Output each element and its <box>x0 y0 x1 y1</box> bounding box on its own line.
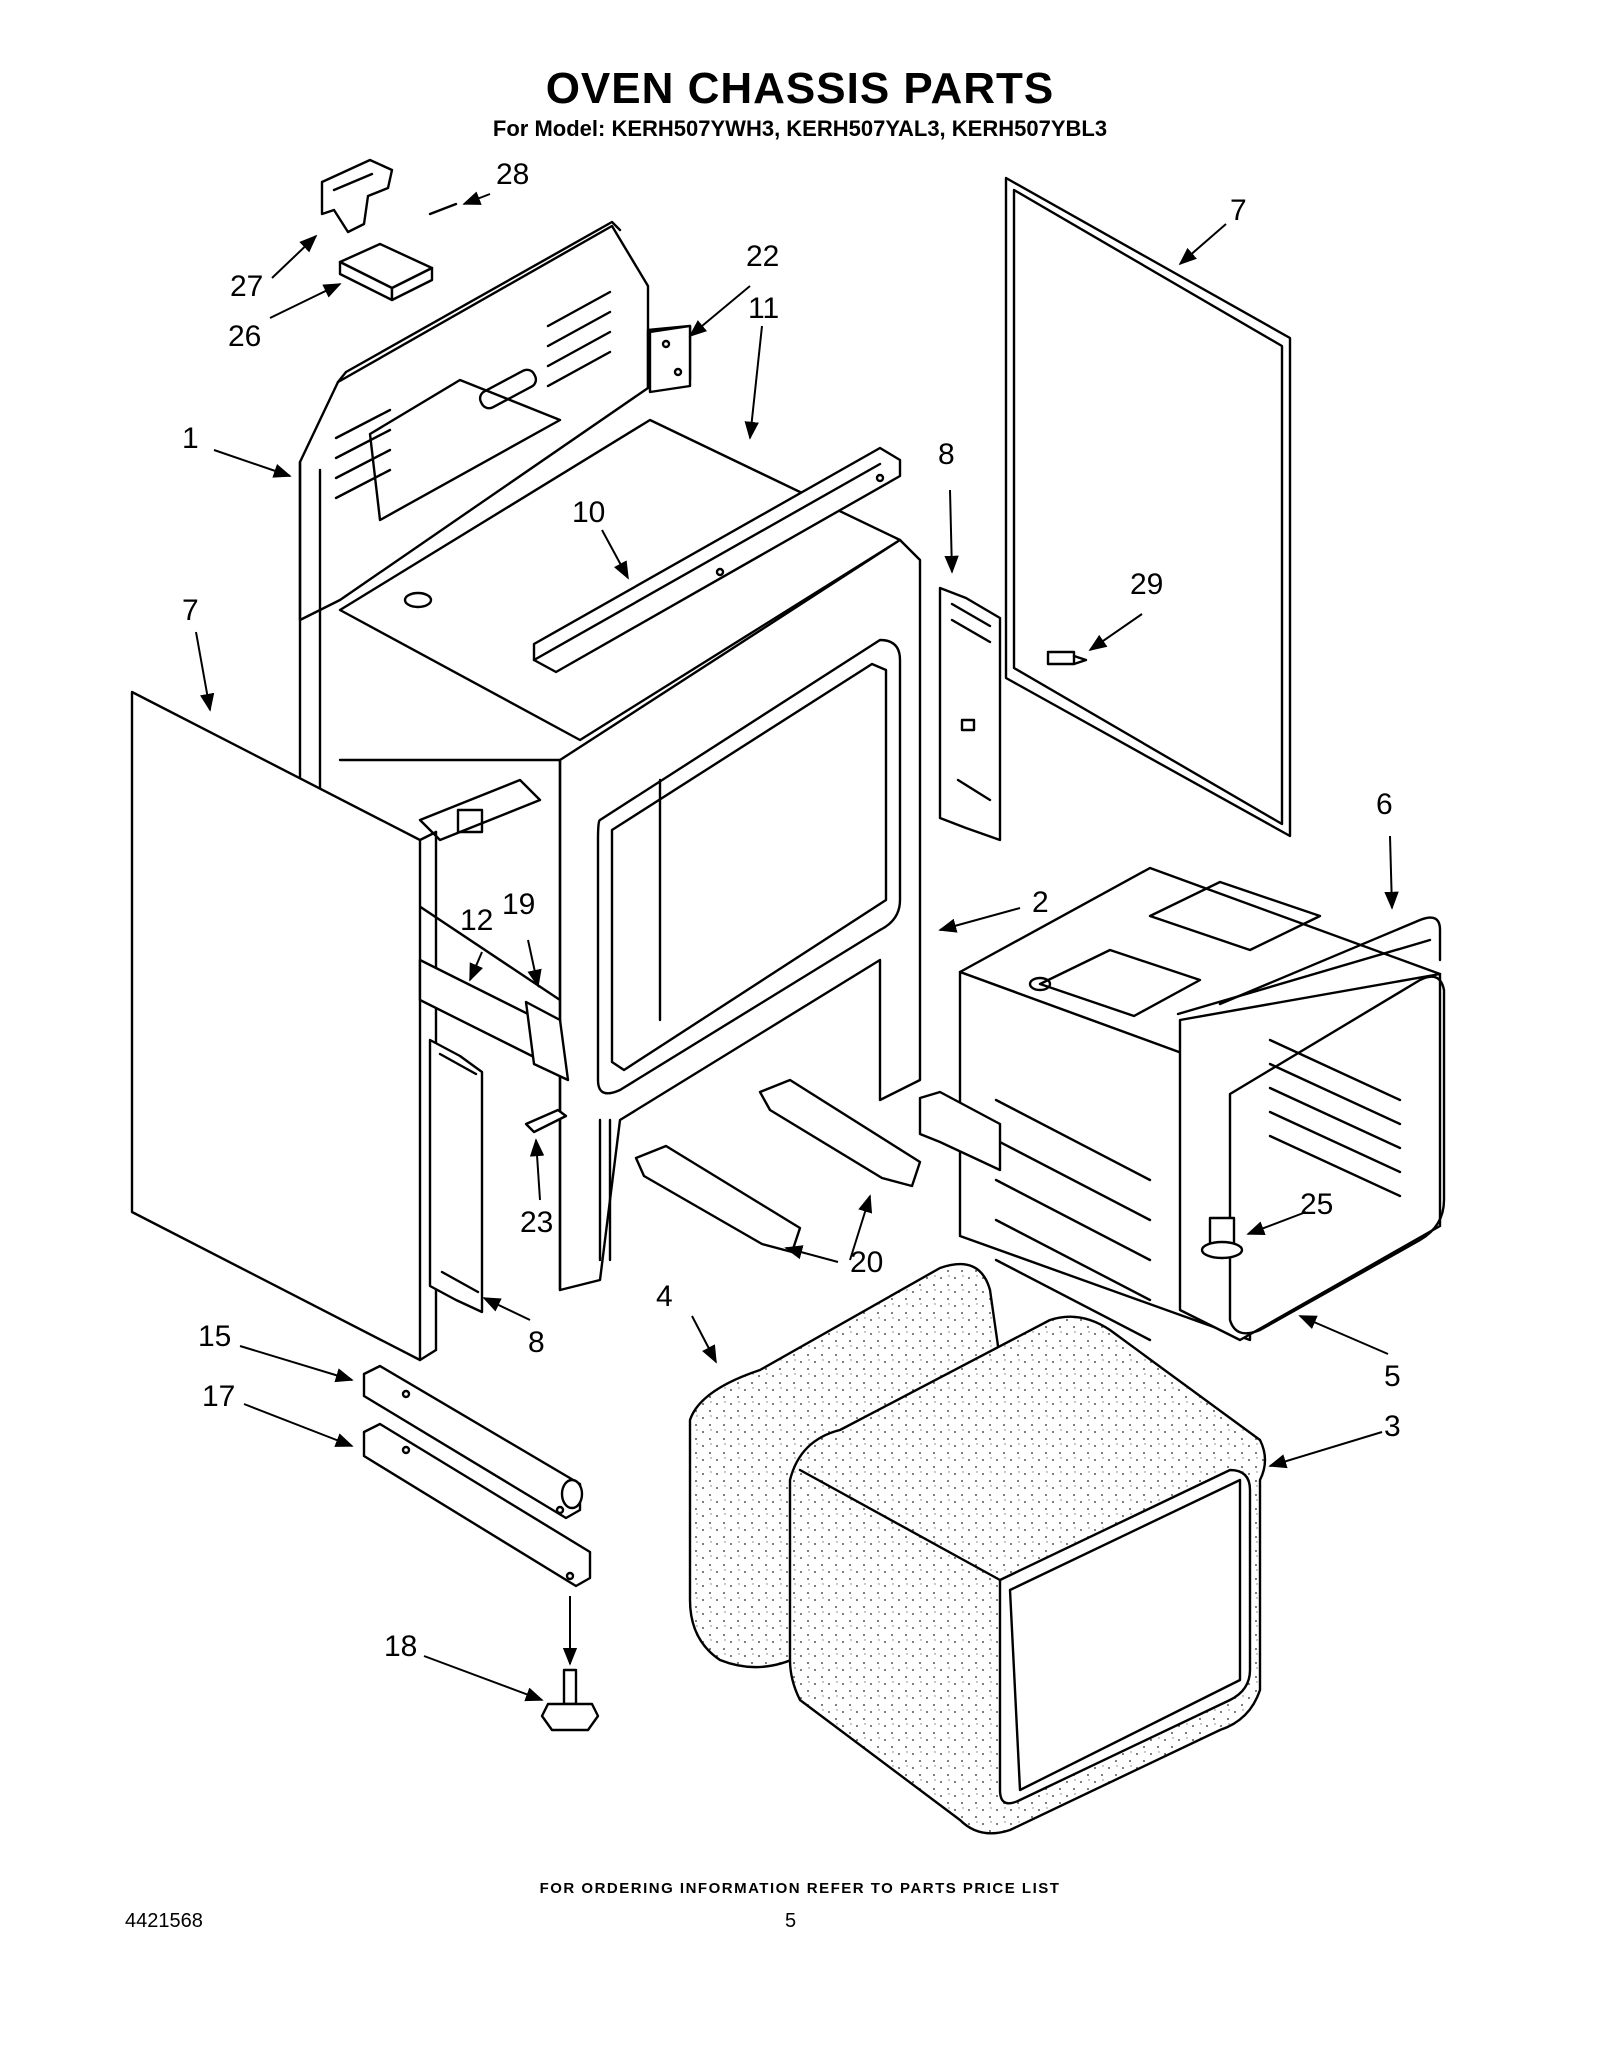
callout-6: 6 <box>1376 788 1393 821</box>
part-29-fastener <box>1046 650 1088 666</box>
part-26-block <box>338 242 434 302</box>
callout-12: 12 <box>460 904 493 937</box>
part-12-19-brackets <box>418 958 570 1082</box>
part-15-rail <box>362 1364 584 1520</box>
part-8-lower-bracket <box>428 1038 484 1314</box>
callout-2: 2 <box>1032 886 1049 919</box>
document-number: 4421568 <box>125 1910 203 1932</box>
part-23-clip <box>524 1108 568 1134</box>
callout-23: 23 <box>520 1206 553 1239</box>
part-20-rails <box>634 1078 922 1254</box>
part-27-end-cap <box>320 158 394 234</box>
callout-29: 29 <box>1130 568 1163 601</box>
page-number: 5 <box>785 1910 797 1932</box>
callout-7-right: 7 <box>1230 194 1247 227</box>
callout-17: 17 <box>202 1380 235 1413</box>
part-18-leveling-leg <box>540 1668 600 1732</box>
part-3-insulation-box <box>788 1315 1267 1835</box>
leader-lines <box>195 191 1399 1702</box>
callout-8-upper: 8 <box>938 438 955 471</box>
callout-18: 18 <box>384 1630 417 1663</box>
part-10-brace <box>532 446 902 674</box>
callout-15: 15 <box>198 1320 231 1353</box>
callout-27: 27 <box>230 270 263 303</box>
callout-7-left: 7 <box>182 594 199 627</box>
callout-19: 19 <box>502 888 535 921</box>
callout-20: 20 <box>850 1246 883 1279</box>
callout-28: 28 <box>496 158 529 191</box>
part-5-6-oven-cavity <box>918 866 1446 1342</box>
callout-4: 4 <box>656 1280 673 1313</box>
callout-25: 25 <box>1300 1188 1333 1221</box>
ordering-note: FOR ORDERING INFORMATION REFER TO PARTS … <box>539 1880 1061 1897</box>
part-7-left-side-panel <box>130 690 438 1362</box>
part-8-upper-bracket <box>938 586 1002 842</box>
callout-22: 22 <box>746 240 779 273</box>
part-25-stud <box>1200 1216 1244 1260</box>
part-22-hinge <box>648 324 692 394</box>
callout-11: 11 <box>748 292 779 325</box>
callout-3: 3 <box>1384 1410 1401 1443</box>
model-subtitle: For Model: KERH507YWH3, KERH507YAL3, KER… <box>492 116 1108 141</box>
callout-26: 26 <box>228 320 261 353</box>
callout-1: 1 <box>182 422 199 455</box>
page-title: OVEN CHASSIS PARTS <box>545 64 1055 113</box>
part-28-clip <box>428 202 458 216</box>
part-17-rail <box>362 1422 592 1588</box>
callout-10: 10 <box>572 496 605 529</box>
part-7-right-side-panel <box>1004 176 1292 838</box>
callout-5: 5 <box>1384 1360 1401 1393</box>
callout-8-lower: 8 <box>528 1326 545 1359</box>
